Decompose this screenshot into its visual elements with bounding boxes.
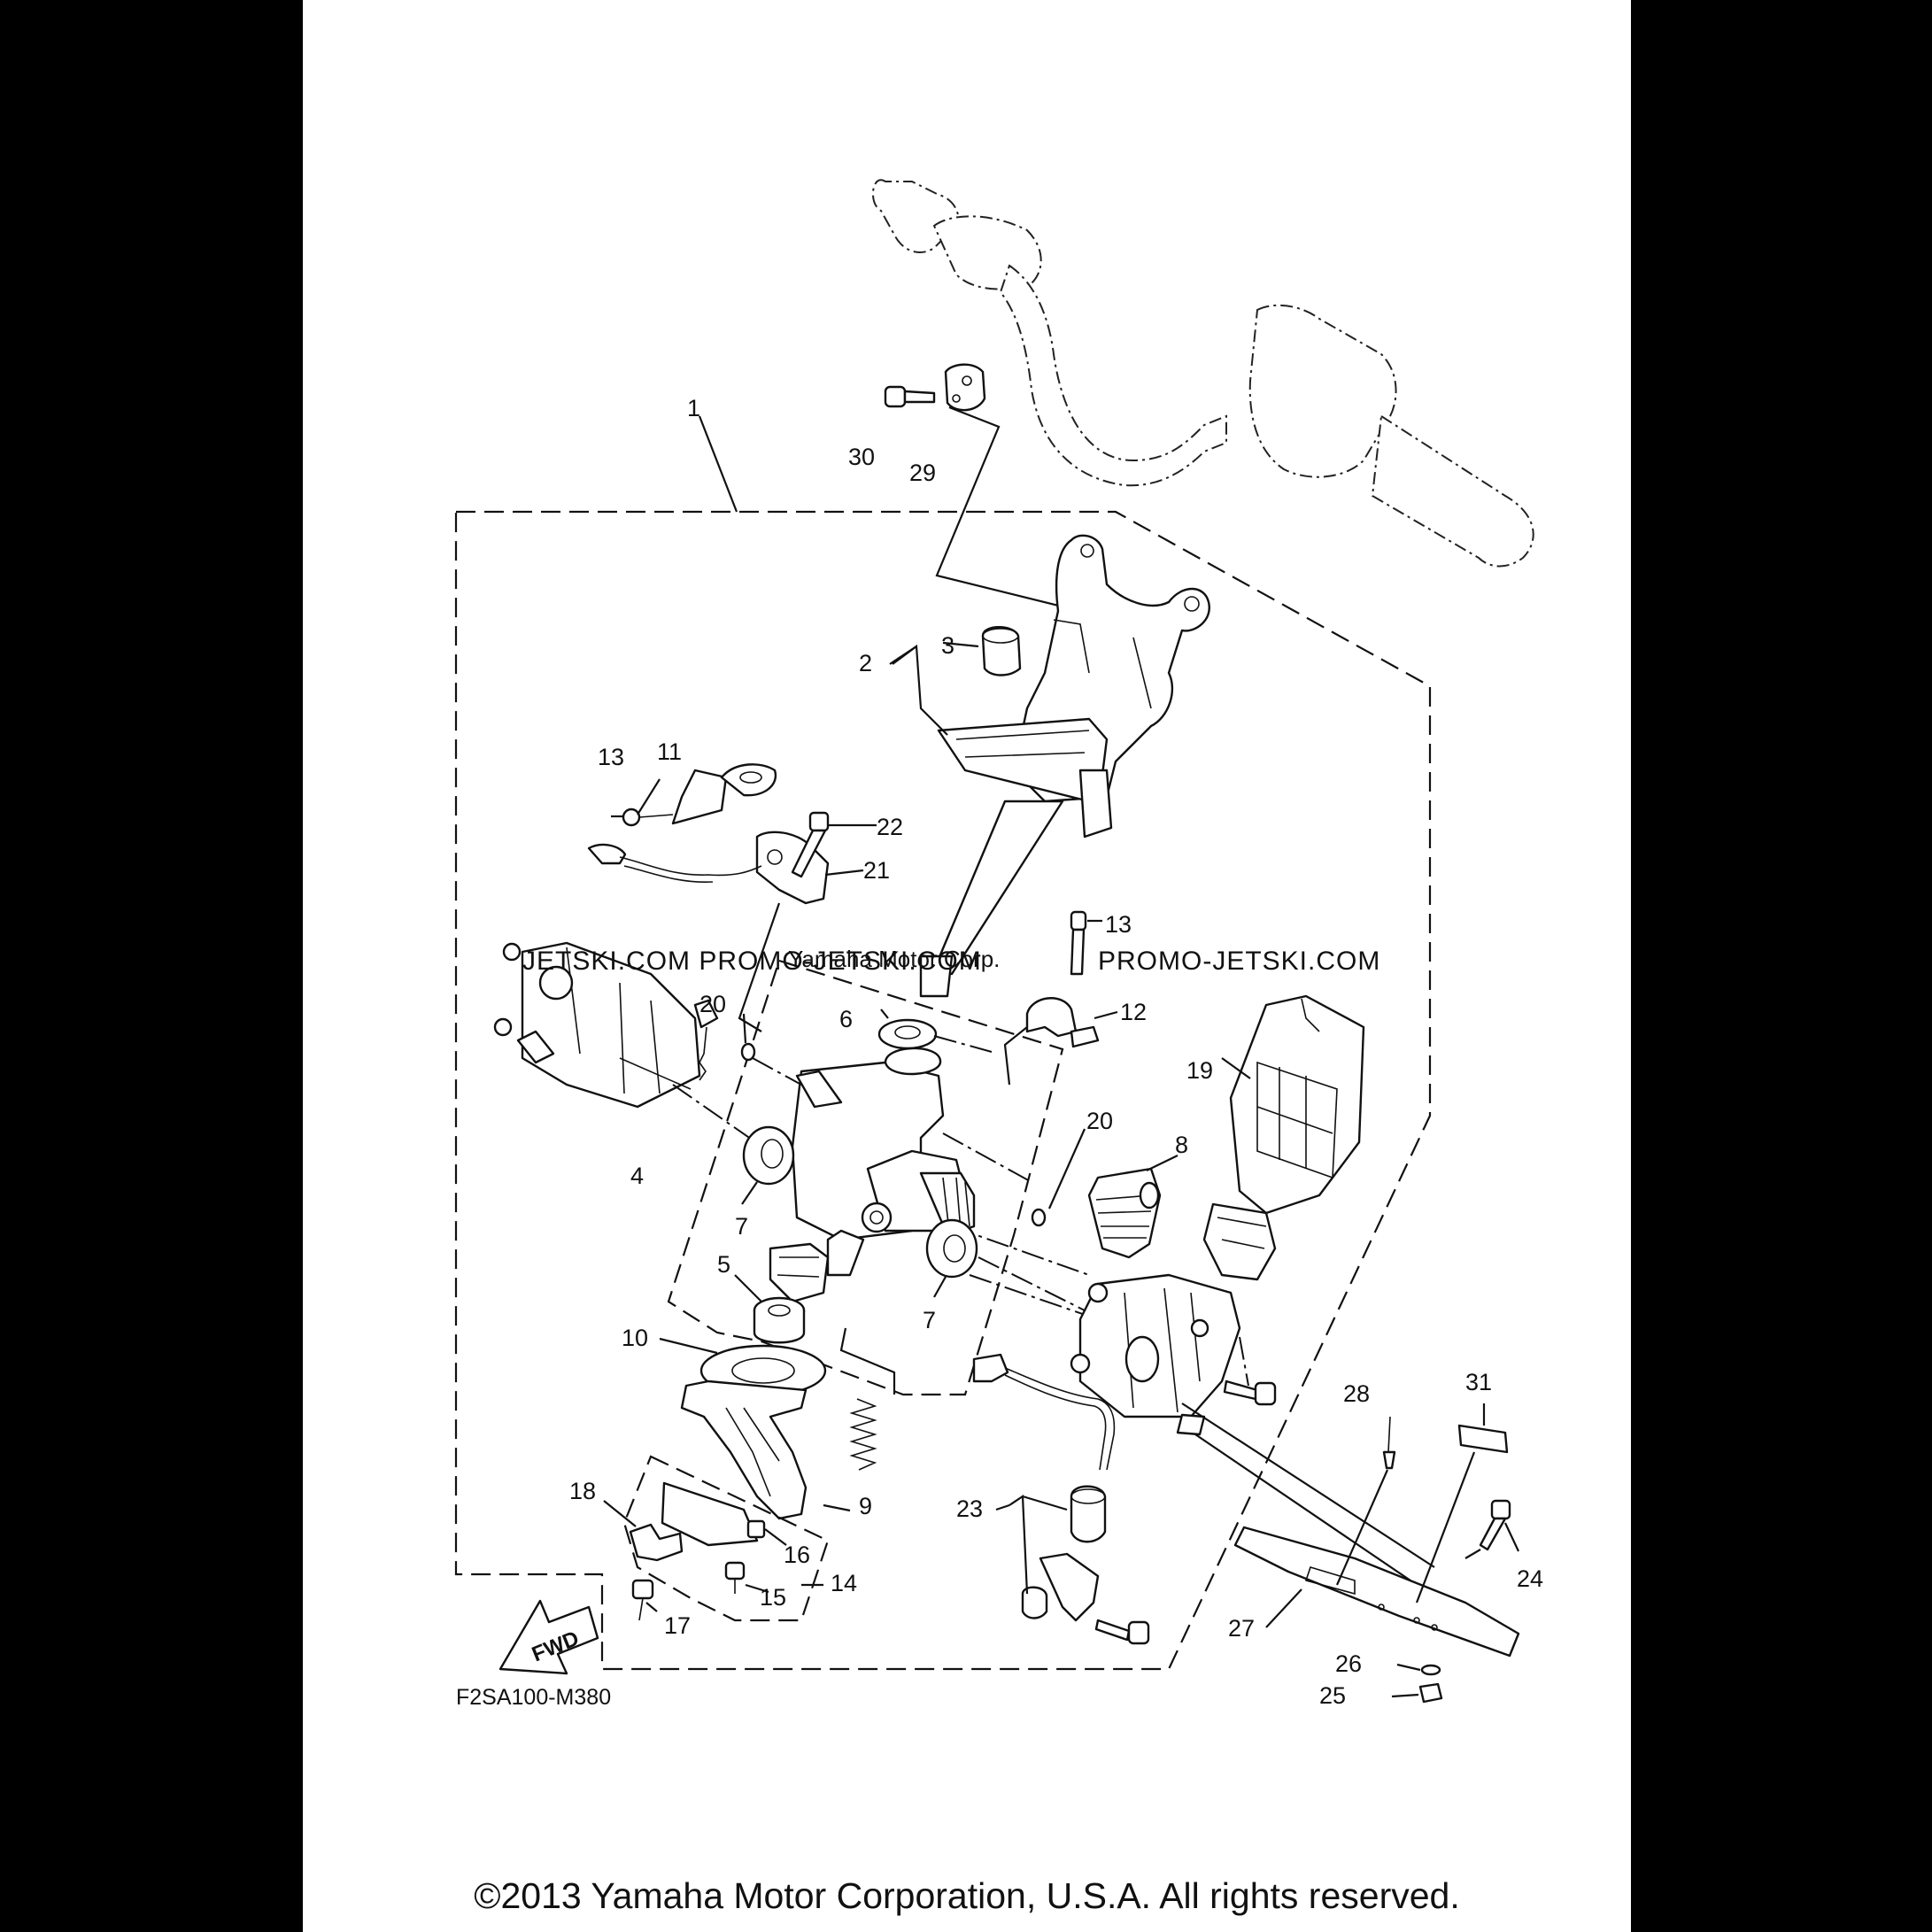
bushing-5 [753, 1296, 806, 1344]
bolt-30 [884, 385, 936, 408]
pad-3 [981, 626, 1022, 676]
fwd-arrow-icon: FWD [498, 1599, 599, 1675]
washer-6 [877, 1018, 938, 1050]
subassembly-14-boundary [622, 1455, 830, 1622]
lever-9 [680, 1379, 808, 1520]
screw-13 [622, 808, 674, 827]
subassembly-4-boundary [667, 959, 1064, 1396]
callout-30: 30 [848, 444, 875, 470]
callout-29: 29 [909, 460, 936, 486]
callout-15: 15 [760, 1584, 786, 1611]
spring-lower [849, 1398, 877, 1471]
screw-28 [1382, 1416, 1396, 1470]
callout-14: 14 [831, 1570, 857, 1596]
callout-11: 11 [657, 738, 682, 765]
plate-14 [661, 1481, 759, 1547]
callout-27: 27 [1228, 1615, 1255, 1642]
callout-4: 4 [630, 1163, 644, 1189]
callout-13-left: 13 [598, 744, 624, 770]
plate-27 [1233, 1526, 1520, 1658]
callout-2: 2 [859, 650, 872, 676]
callout-9: 9 [859, 1493, 872, 1519]
callout-7-right: 7 [923, 1307, 936, 1333]
collar-20-upper [740, 1042, 756, 1062]
watermark-center: Yamaha Motor Corp. [788, 946, 1000, 972]
callout-16: 16 [784, 1542, 810, 1568]
washer-26 [1420, 1664, 1441, 1676]
callout-7-left: 7 [735, 1213, 748, 1240]
left-mount-bracket [493, 941, 719, 1109]
callout-23: 23 [956, 1495, 983, 1522]
handlebar-phantom [871, 179, 1534, 568]
nut-16 [746, 1519, 766, 1539]
clip-18 [629, 1523, 684, 1562]
bracket-11 [671, 763, 777, 825]
bolt-22 [791, 811, 830, 878]
callout-20-right: 20 [1086, 1108, 1113, 1134]
callout-5: 5 [717, 1251, 730, 1278]
watermark-left: JETSKI.COM PROMO-JETSKI.COM [522, 947, 982, 976]
nut-25 [1418, 1682, 1443, 1704]
callout-17: 17 [664, 1612, 691, 1639]
lower-right-bracket [1070, 1273, 1241, 1436]
washer-7-right [925, 1218, 978, 1279]
assembly-boundary [454, 510, 1432, 1671]
washer-7-left [742, 1125, 795, 1186]
bolt-13-upper [1070, 910, 1087, 976]
callout-18: 18 [569, 1478, 596, 1504]
copyright-footer: ©2013 Yamaha Motor Corporation, U.S.A. A… [474, 1875, 1460, 1916]
figure-code: F2SA100-M380 [456, 1685, 611, 1710]
callout-21: 21 [863, 857, 890, 884]
pad-31 [1457, 1424, 1509, 1454]
callout-1: 1 [687, 395, 700, 421]
callout-28: 28 [1343, 1380, 1370, 1407]
clip-12 [1025, 997, 1100, 1048]
callout-26: 26 [1335, 1650, 1362, 1677]
bolt-17 [631, 1579, 654, 1621]
sensor-21 [587, 831, 830, 905]
callout-20-upper: 20 [699, 991, 726, 1017]
callout-12: 12 [1120, 999, 1147, 1025]
sensor-23 [972, 1353, 1150, 1645]
collar-20-right [1031, 1208, 1047, 1227]
steering-bracket-2 [919, 534, 1210, 998]
callout-13-right: 13 [1105, 911, 1132, 938]
watermark-right: PROMO-JETSKI.COM [1098, 947, 1380, 976]
callout-19: 19 [1186, 1057, 1213, 1084]
callout-8: 8 [1175, 1132, 1188, 1158]
callout-3: 3 [941, 632, 954, 659]
boot-8 [1087, 1167, 1162, 1259]
steering-housing [769, 1047, 976, 1303]
callout-22: 22 [877, 814, 903, 840]
bolt-bracket [1223, 1379, 1277, 1406]
callout-24: 24 [1517, 1565, 1543, 1592]
clamp-29 [944, 363, 986, 412]
bolt-15 [724, 1561, 746, 1594]
callout-6: 6 [839, 1006, 853, 1032]
callout-31: 31 [1465, 1369, 1492, 1395]
cover-19 [1202, 994, 1365, 1281]
callout-10: 10 [622, 1325, 648, 1351]
bolt-24 [1479, 1499, 1511, 1551]
callout-25: 25 [1319, 1682, 1346, 1709]
